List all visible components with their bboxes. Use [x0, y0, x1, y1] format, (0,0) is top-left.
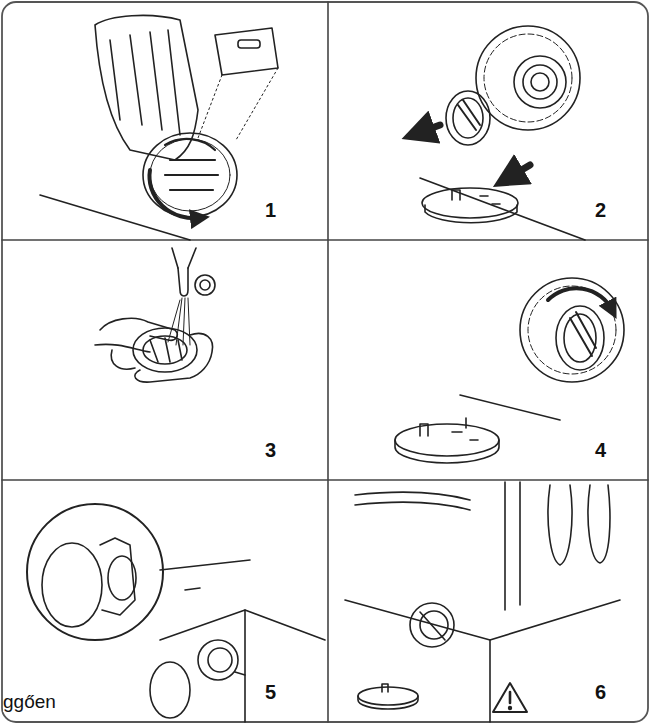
- step-number: 3: [265, 440, 276, 460]
- panel-1-illustration: [40, 15, 278, 240]
- step-number: 2: [595, 200, 606, 220]
- cut-off-text: ggően: [3, 691, 56, 712]
- step-number: 1: [265, 200, 276, 220]
- step-number: 6: [595, 682, 606, 702]
- grid-line: [2, 239, 648, 241]
- panel-2-illustration: [418, 26, 585, 240]
- step-number: 4: [595, 440, 606, 460]
- panel-3-illustration: [95, 248, 215, 382]
- grid-line: [2, 479, 648, 481]
- grid-line: [327, 2, 329, 722]
- step-number: 5: [265, 682, 276, 702]
- panel-4-illustration: [395, 278, 624, 463]
- panel-6-illustration: [345, 482, 620, 722]
- panel-5-illustration: [27, 504, 325, 722]
